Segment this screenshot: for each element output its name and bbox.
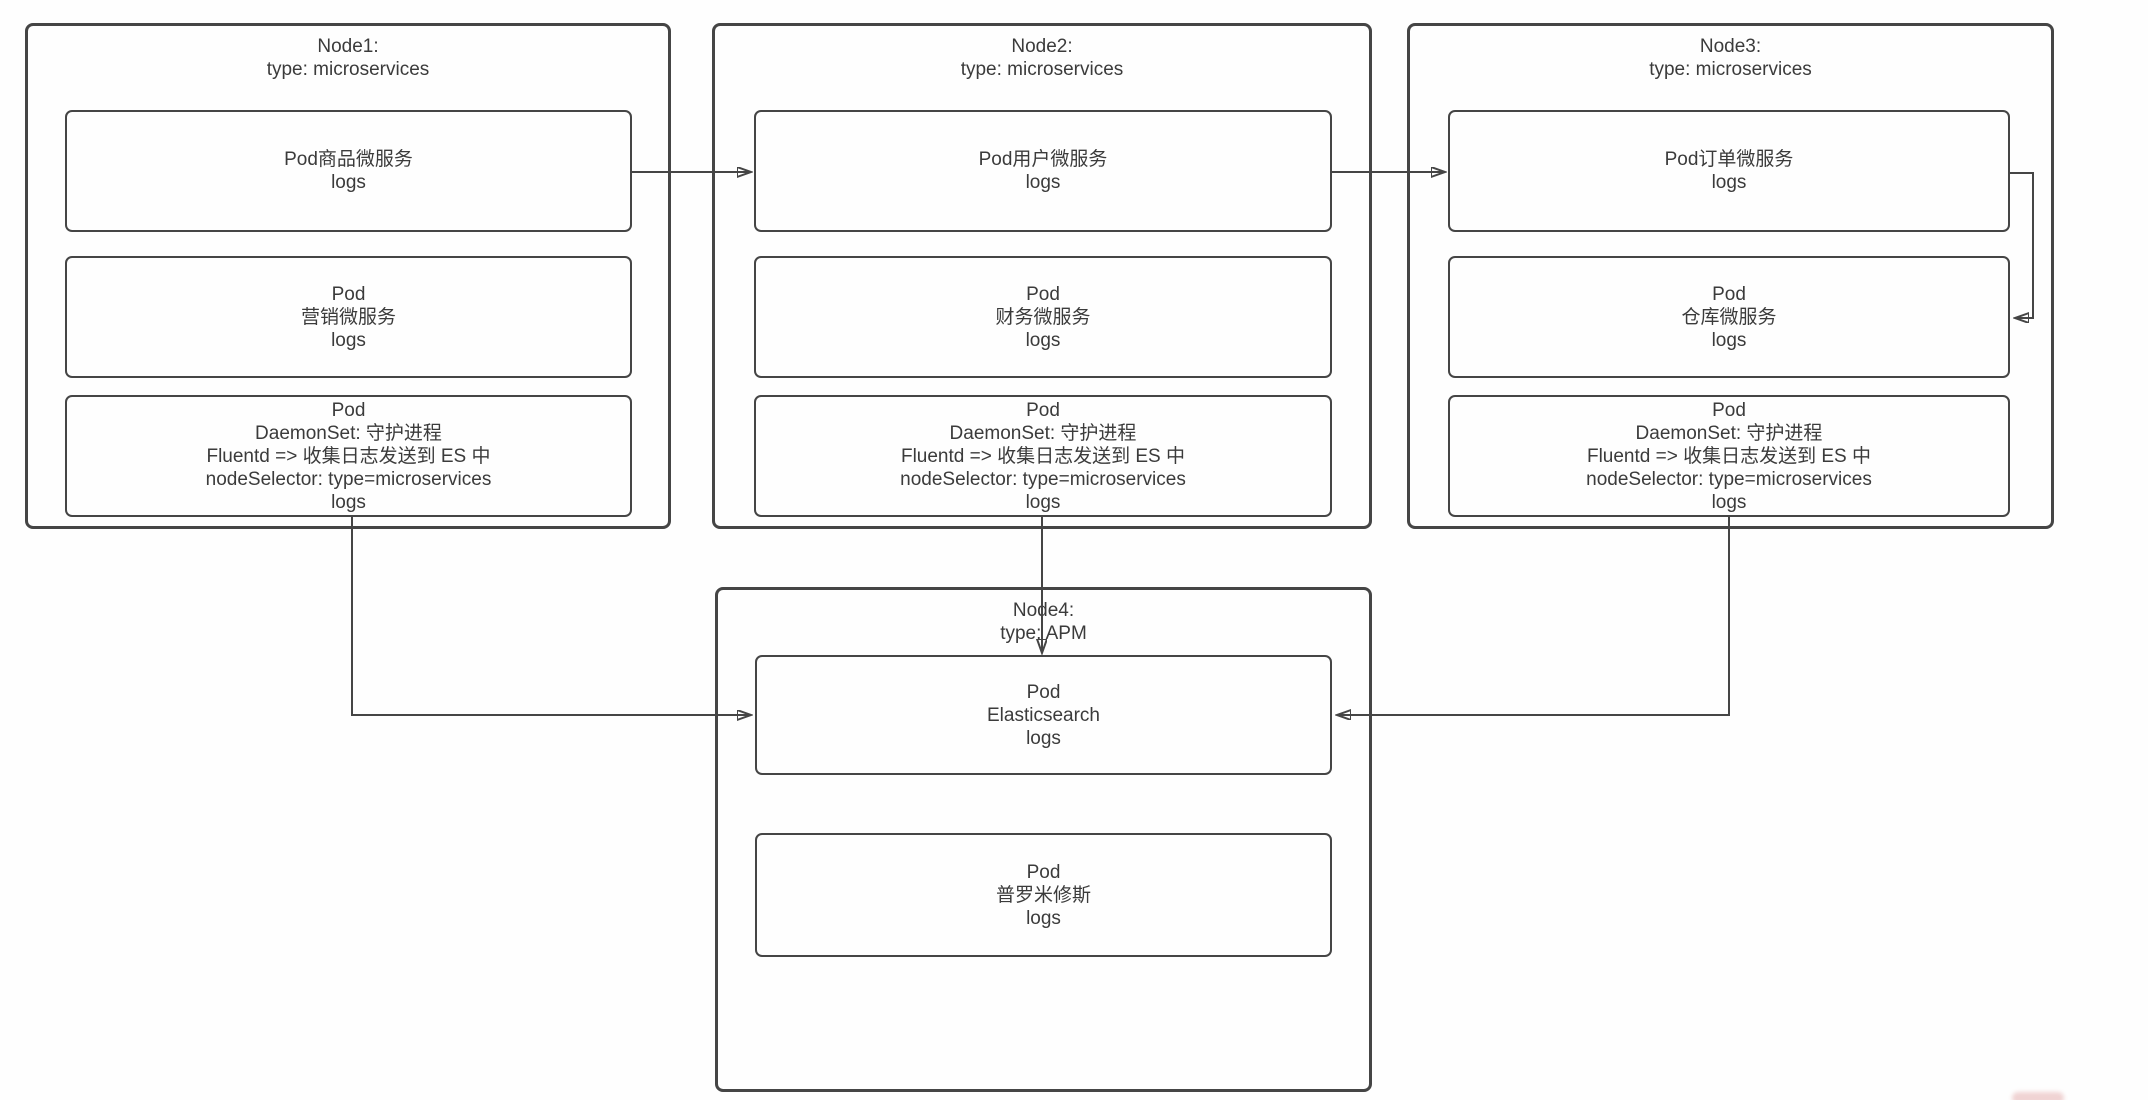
node3-pod-warehouse-service: Pod 仓库微服务 logs — [1448, 256, 2010, 378]
node3-title: Node3: type: microservices — [1649, 36, 1812, 80]
arrow-node1-daemonset-to-elasticsearch — [351, 517, 750, 715]
node1-pod-product-service: Pod商品微服务 logs — [65, 110, 632, 232]
node4-title: Node4: type: APM — [1000, 600, 1087, 644]
node2-title: Node2: type: microservices — [960, 36, 1124, 80]
node4-pod-prometheus: Pod 普罗米修斯 logs — [755, 833, 1332, 957]
node1-pod-marketing-service: Pod 营销微服务 logs — [65, 256, 632, 378]
node4-pod-elasticsearch: Pod Elasticsearch logs — [755, 655, 1332, 775]
node3-pod-daemonset-fluentd: Pod DaemonSet: 守护进程 Fluentd => 收集日志发送到 E… — [1448, 395, 2010, 517]
node2-box: Node2: type: microservices Pod用户微服务 logs… — [712, 23, 1372, 529]
arrow-node3-daemonset-to-elasticsearch — [1338, 517, 1730, 715]
node1-box: Node1: type: microservices Pod商品微服务 logs… — [25, 23, 671, 529]
node2-pod-user-service: Pod用户微服务 logs — [754, 110, 1332, 232]
node1-pod-daemonset-fluentd: Pod DaemonSet: 守护进程 Fluentd => 收集日志发送到 E… — [65, 395, 632, 517]
node2-pod-daemonset-fluentd: Pod DaemonSet: 守护进程 Fluentd => 收集日志发送到 E… — [754, 395, 1332, 517]
node3-pod-order-service: Pod订单微服务 logs — [1448, 110, 2010, 232]
node1-title: Node1: type: microservices — [266, 36, 430, 80]
node3-box: Node3: type: microservices Pod订单微服务 logs… — [1407, 23, 2054, 529]
watermark-smudge — [2012, 1092, 2064, 1100]
node2-pod-finance-service: Pod 财务微服务 logs — [754, 256, 1332, 378]
node4-box: Node4: type: APM Pod Elasticsearch logs … — [715, 587, 1372, 1092]
